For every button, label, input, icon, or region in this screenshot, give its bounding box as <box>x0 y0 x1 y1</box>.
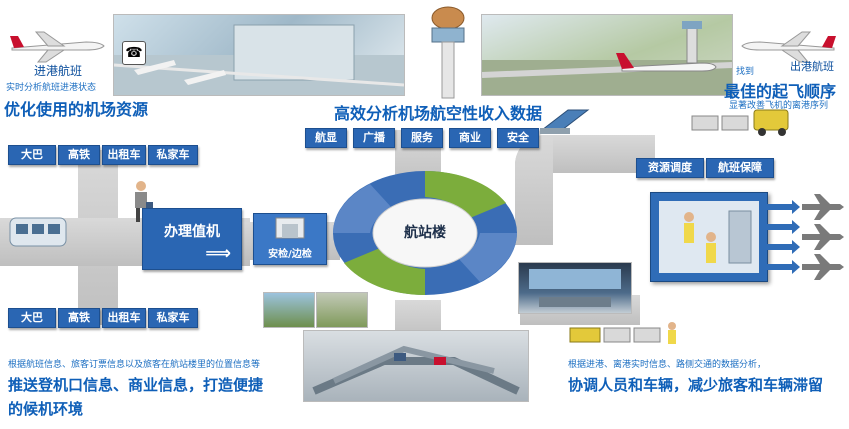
gate-staff-illustration <box>684 210 752 264</box>
arrival-label: 进港航班 <box>34 64 83 78</box>
top-right-heading: 最佳的起飞顺序 <box>724 82 837 101</box>
boarding-gate-panel <box>650 192 768 282</box>
terminal-ring <box>333 170 517 296</box>
arrival-plane-icon <box>10 31 105 63</box>
terminal-label: 航站楼 <box>404 225 446 241</box>
transport-bottom-rail[interactable]: 高铁 <box>58 308 100 328</box>
checkin-label: 办理值机 <box>164 224 220 240</box>
departing-planes-icon <box>802 194 844 280</box>
tab-resource-dispatch[interactable]: 资源调度 <box>636 158 704 178</box>
baggage-hall-illustration <box>312 345 520 395</box>
control-room-photo <box>518 262 632 314</box>
departure-plane-icon <box>741 31 836 63</box>
apron-illustration <box>114 24 404 95</box>
ground-crew-vehicles-icon <box>569 322 676 344</box>
arrow-right-icon <box>766 200 800 274</box>
tab-commerce[interactable]: 商业 <box>449 128 491 148</box>
departure-label: 出港航班 <box>790 60 834 73</box>
top-right-sub: 显著改善飞机的离港序列 <box>729 101 829 111</box>
train-icon <box>9 217 67 247</box>
tab-flight-support[interactable]: 航班保障 <box>706 158 774 178</box>
bottom-right-heading: 协调人员和车辆，减少旅客和车辆滞留 <box>568 376 824 394</box>
checkin-sign[interactable]: 办理值机 ⟹ <box>142 208 242 270</box>
security-photo-2 <box>316 292 368 328</box>
tab-broadcast[interactable]: 广播 <box>353 128 395 148</box>
top-center-heading: 高效分析机场航空性收入数据 <box>334 104 543 123</box>
gate-arrows <box>766 198 802 282</box>
transport-top-taxi[interactable]: 出租车 <box>102 145 146 165</box>
top-left-heading: 优化使用的机场资源 <box>4 100 149 119</box>
control-tower-icon <box>431 6 465 99</box>
arrow-right-icon: ⟹ <box>205 243 231 264</box>
airport-apron-photo: ☎ <box>113 14 405 96</box>
baggage-loader-icon <box>540 109 590 134</box>
bottom-right-sub: 根据进港、离港实时信息、路侧交通的数据分析， <box>568 360 767 370</box>
tab-flight-display[interactable]: 航显 <box>305 128 347 148</box>
runway-illustration <box>482 21 732 95</box>
transport-bottom-bus[interactable]: 大巴 <box>8 308 56 328</box>
security-scanner-icon <box>275 217 305 239</box>
tab-service[interactable]: 服务 <box>401 128 443 148</box>
transport-bottom-private-car[interactable]: 私家车 <box>148 308 198 328</box>
bottom-left-heading-line1: 推送登机口信息、商业信息，打造便捷 <box>8 376 264 394</box>
transport-top-bus[interactable]: 大巴 <box>8 145 56 165</box>
road-right-drop <box>515 135 553 245</box>
security-label: 安检/边检 <box>268 249 312 260</box>
phone-icon: ☎ <box>122 41 146 65</box>
runway-photo <box>481 14 733 96</box>
transport-top-private-car[interactable]: 私家车 <box>148 145 198 165</box>
transport-bottom-taxi[interactable]: 出租车 <box>102 308 146 328</box>
transport-top-rail[interactable]: 高铁 <box>58 145 100 165</box>
security-photo-1 <box>263 292 315 328</box>
tab-security[interactable]: 安全 <box>497 128 539 148</box>
ground-vehicles-icon <box>691 109 789 136</box>
arrival-sub: 实时分析航班进港状态 <box>6 83 97 93</box>
security-checkpoint[interactable]: 安检/边检 <box>253 213 327 265</box>
bottom-left-heading-line2: 的候机环境 <box>8 400 84 418</box>
bottom-left-sub: 根据航班信息、旅客订票信息以及旅客在航站楼里的位置信息等 <box>8 360 261 370</box>
control-room-illustration <box>529 269 621 307</box>
departure-find: 找到 <box>736 67 755 77</box>
baggage-hall-photo <box>303 330 529 402</box>
